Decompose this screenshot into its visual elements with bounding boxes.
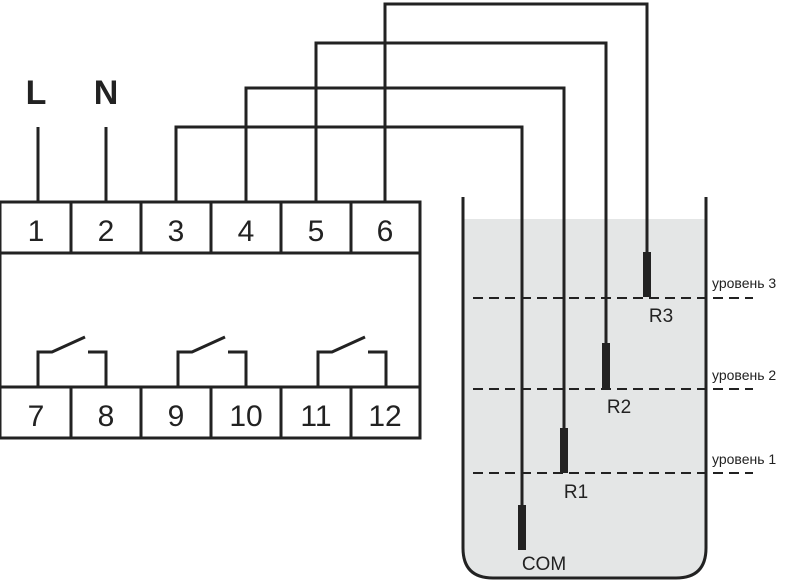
label-com: COM xyxy=(522,554,566,575)
terminal-5: 5 xyxy=(308,215,325,248)
label-r2: R2 xyxy=(607,397,631,418)
wire-r2 xyxy=(314,41,608,343)
terminal-3: 3 xyxy=(168,215,185,248)
probe-com xyxy=(518,505,526,550)
terminal-1: 1 xyxy=(28,215,45,248)
terminal-12: 12 xyxy=(368,400,401,433)
terminal-10: 10 xyxy=(229,400,262,433)
label-r1: R1 xyxy=(564,482,588,503)
terminal-8: 8 xyxy=(98,400,115,433)
label-r3: R3 xyxy=(649,306,673,327)
label-n: N xyxy=(94,74,119,112)
terminal-7: 7 xyxy=(28,400,45,433)
wire-r1 xyxy=(244,86,566,428)
probe-r1 xyxy=(560,428,568,473)
label-l: L xyxy=(26,74,47,112)
probe-r2 xyxy=(602,343,610,388)
relay-module xyxy=(0,200,422,440)
label-level-2: уровень 2 xyxy=(712,367,776,383)
terminal-2: 2 xyxy=(98,215,115,248)
label-level-3: уровень 3 xyxy=(712,275,776,291)
relay-contact-2 xyxy=(176,335,248,387)
terminal-4: 4 xyxy=(238,215,255,248)
relay-contact-1 xyxy=(36,335,108,387)
terminal-6: 6 xyxy=(377,215,394,248)
terminal-9: 9 xyxy=(168,400,185,433)
wire-r3 xyxy=(383,2,649,252)
wire-com xyxy=(174,125,524,505)
label-level-1: уровень 1 xyxy=(712,451,776,467)
water xyxy=(463,219,706,578)
terminal-11: 11 xyxy=(300,400,331,433)
probe-r3 xyxy=(643,252,651,297)
tank xyxy=(461,197,708,580)
relay-contact-3 xyxy=(316,335,388,387)
